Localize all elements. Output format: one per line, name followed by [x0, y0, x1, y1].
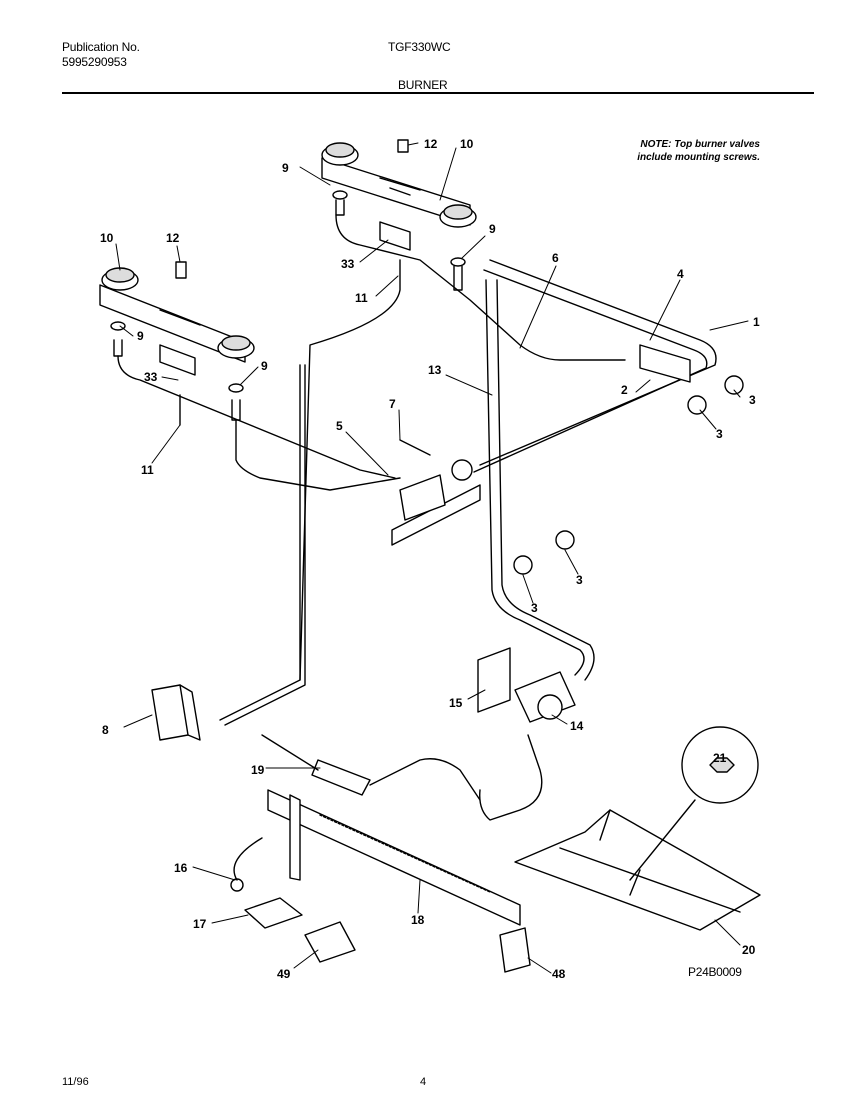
manifold-pipe — [473, 259, 744, 575]
publication-label: Publication No. — [62, 40, 140, 54]
callout-16: 16 — [174, 861, 188, 875]
ignitor-module — [151, 684, 201, 741]
callout-2: 2 — [621, 383, 628, 397]
callout-10-left: 10 — [100, 231, 114, 245]
publication-number: 5995290953 — [62, 55, 127, 69]
callout-9-center: 9 — [261, 359, 268, 373]
leader-lines — [115, 142, 749, 974]
callout-6: 6 — [552, 251, 559, 265]
callout-48: 48 — [552, 967, 566, 981]
callout-33-left: 33 — [144, 370, 158, 384]
callout-1: 1 — [753, 315, 760, 329]
callout-10-top: 10 — [460, 137, 474, 151]
callout-33-top: 33 — [341, 257, 355, 271]
callout-9-top-left: 9 — [282, 161, 289, 175]
callout-15: 15 — [449, 696, 463, 710]
callout-19: 19 — [251, 763, 265, 777]
callout-3-right-a: 3 — [749, 393, 756, 407]
front-left-burner-assembly — [99, 261, 255, 421]
page-number: 4 — [420, 1076, 427, 1088]
callout-21: 21 — [713, 751, 727, 765]
callout-18: 18 — [411, 913, 425, 927]
callout-20: 20 — [742, 943, 756, 957]
burner-tubes — [117, 214, 626, 726]
section-title: BURNER — [398, 78, 448, 92]
note-line-1: NOTE: Top burner valves — [640, 139, 760, 150]
oven-igniter — [261, 734, 481, 801]
callout-9-left: 9 — [137, 329, 144, 343]
oven-burner-tube — [267, 789, 521, 926]
pressure-regulator — [477, 647, 576, 821]
callout-3-center-a: 3 — [576, 573, 583, 587]
callout-4: 4 — [677, 267, 684, 281]
callout-3-center-b: 3 — [531, 601, 538, 615]
callout-11-top: 11 — [355, 291, 368, 305]
callout-11-left: 11 — [141, 463, 154, 477]
note-text: NOTE: Top burner valves include mounting… — [588, 138, 760, 164]
note-line-2: include mounting screws. — [637, 152, 760, 163]
callout-12-top: 12 — [424, 137, 438, 151]
callout-7: 7 — [389, 397, 396, 411]
callout-3-right-b: 3 — [716, 427, 723, 441]
callout-49: 49 — [277, 967, 291, 981]
callout-17: 17 — [193, 917, 207, 931]
callout-9-top-right: 9 — [489, 222, 496, 236]
callout-14: 14 — [570, 719, 584, 733]
header-rule — [62, 92, 814, 94]
model-number: TGF330WC — [388, 40, 451, 54]
nut-detail-callout — [629, 726, 759, 881]
figure-code: P24B0009 — [688, 965, 742, 979]
callout-5: 5 — [336, 419, 343, 433]
callout-labels: 12 10 9 9 33 11 10 12 9 33 9 11 6 4 1 2 … — [100, 137, 760, 981]
footer-date: 11/96 — [62, 1076, 89, 1088]
callout-8: 8 — [102, 723, 109, 737]
rear-burner-assembly — [321, 139, 477, 291]
callout-12-left: 12 — [166, 231, 180, 245]
small-brackets — [230, 837, 531, 973]
callout-13: 13 — [428, 363, 442, 377]
front-valve-bracket — [391, 459, 481, 546]
